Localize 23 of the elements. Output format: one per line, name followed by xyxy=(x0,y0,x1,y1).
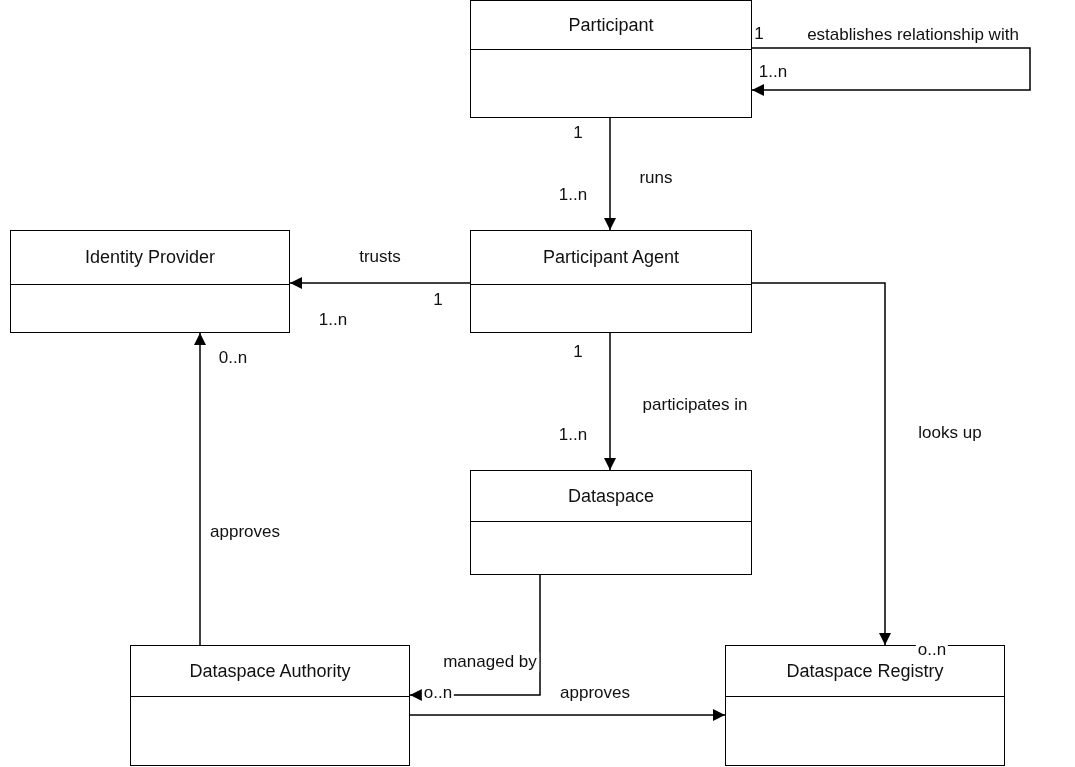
arrow xyxy=(289,277,471,289)
class-box xyxy=(470,470,752,575)
class-box xyxy=(470,0,752,118)
class-box xyxy=(470,230,752,333)
arrow xyxy=(751,282,891,646)
arrow xyxy=(194,332,206,646)
arrow xyxy=(409,709,726,721)
edge-label: participates in xyxy=(640,395,750,415)
class-name: Dataspace Registry xyxy=(786,660,944,682)
class-box xyxy=(130,645,410,766)
class-name: Dataspace xyxy=(567,485,655,507)
class-name: Dataspace Authority xyxy=(189,660,351,682)
class-box xyxy=(725,645,1005,766)
class-name: Identity Provider xyxy=(84,247,216,268)
class-name: Participant Agent xyxy=(542,247,680,268)
arrow xyxy=(604,117,616,231)
edge-label: looks up xyxy=(916,423,984,443)
edge-label: establishes relationship with xyxy=(805,25,1021,45)
class-name: Participant xyxy=(568,14,654,36)
class-box xyxy=(10,230,290,333)
arrow xyxy=(604,332,616,471)
arrow xyxy=(751,47,1031,96)
edge-label: managed by xyxy=(441,652,539,672)
